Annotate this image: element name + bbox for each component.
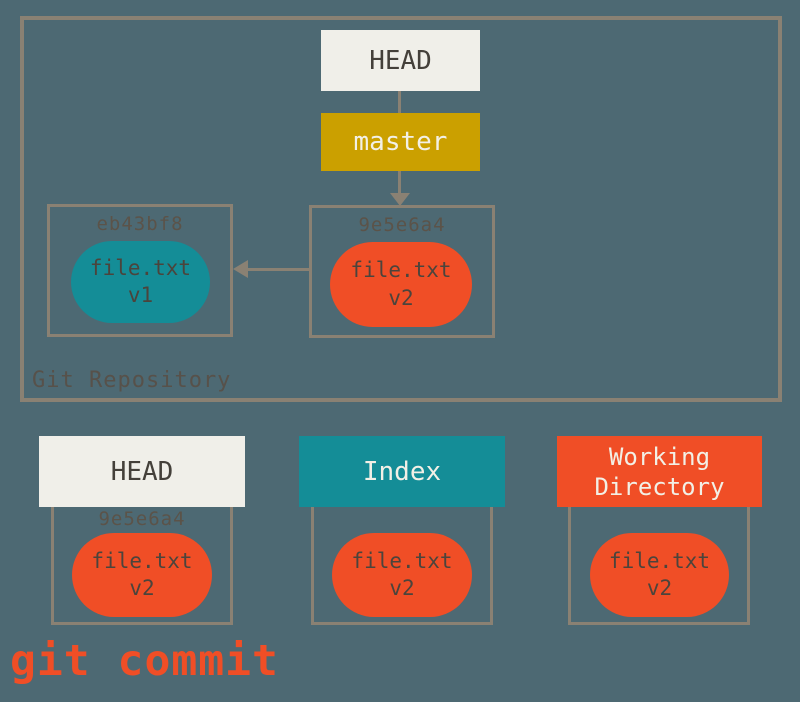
arrow-left-icon bbox=[233, 260, 248, 278]
commit-parent-line bbox=[247, 268, 309, 271]
working-directory-column-header: Working Directory bbox=[557, 436, 762, 507]
head-ref-box: HEAD bbox=[321, 30, 480, 91]
git-repository-label: Git Repository bbox=[32, 368, 232, 393]
blob-filename: file.txt bbox=[608, 548, 711, 573]
working-directory-file-blob: file.txt v2 bbox=[590, 533, 729, 617]
commit-box-eb43bf8: eb43bf8 bbox=[47, 204, 233, 337]
blob-version: v1 bbox=[127, 283, 154, 307]
blob-filename: file.txt bbox=[350, 258, 452, 283]
commit-box-9e5e6a4: 9e5e6a4 bbox=[309, 205, 495, 338]
master-branch-box: master bbox=[321, 113, 480, 171]
commit-hash-label: eb43bf8 bbox=[96, 213, 184, 235]
blob-version: v2 bbox=[388, 285, 414, 310]
blob-filename: file.txt bbox=[351, 548, 453, 573]
master-to-commit-line bbox=[398, 171, 401, 194]
blob-filename: file.txt bbox=[89, 255, 192, 280]
git-repository-box bbox=[20, 16, 782, 402]
head-to-master-line bbox=[398, 91, 401, 113]
head-snapshot-hash: 9e5e6a4 bbox=[98, 508, 186, 530]
index-file-blob: file.txt v2 bbox=[332, 533, 472, 617]
blob-version: v2 bbox=[129, 576, 155, 600]
blob-version: v2 bbox=[646, 576, 673, 600]
arrow-down-icon bbox=[390, 193, 410, 206]
commit-hash-label: 9e5e6a4 bbox=[358, 214, 446, 236]
git-command-caption: git commit bbox=[10, 636, 279, 686]
file-blob-v2: file.txt v2 bbox=[330, 242, 472, 327]
head-file-blob: file.txt v2 bbox=[72, 533, 212, 617]
file-blob-v1: file.txt v1 bbox=[71, 241, 210, 323]
index-column-header: Index bbox=[299, 436, 505, 507]
head-column-header: HEAD bbox=[39, 436, 245, 507]
blob-filename: file.txt bbox=[91, 548, 193, 573]
blob-version: v2 bbox=[389, 576, 415, 600]
